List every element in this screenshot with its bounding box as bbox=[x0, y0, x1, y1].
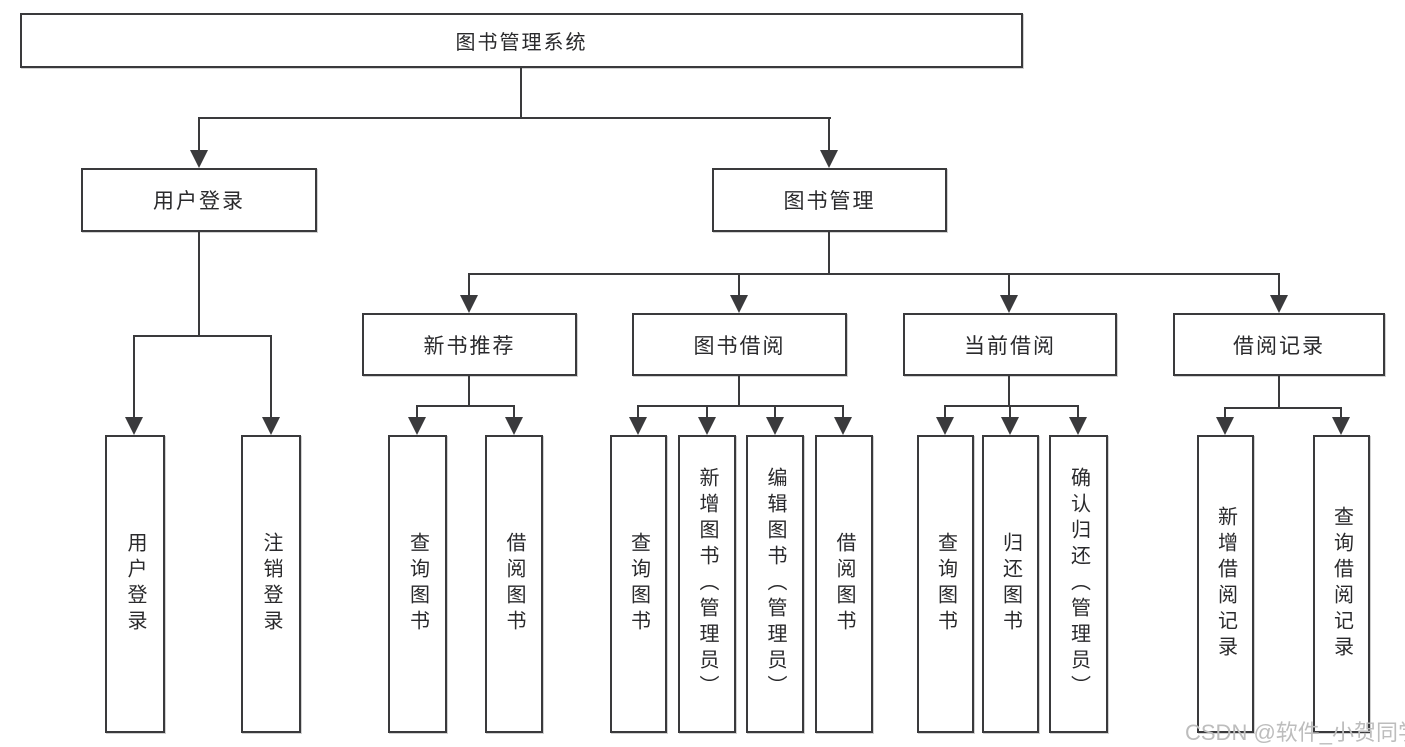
leaf-borrow-book: 借阅图书 bbox=[815, 435, 873, 733]
node-user-login: 用户登录 bbox=[81, 168, 317, 232]
node-new-book-recommend: 新书推荐 bbox=[362, 313, 577, 376]
arrowhead-icon bbox=[1001, 417, 1019, 435]
leaf-add-borrow-record: 新增借阅记录 bbox=[1197, 435, 1254, 733]
connector bbox=[1224, 407, 1342, 409]
connector bbox=[706, 405, 708, 421]
node-borrow-records-label: 借阅记录 bbox=[1233, 334, 1325, 358]
connector bbox=[468, 273, 1280, 275]
leaf-label: 借阅图书 bbox=[503, 532, 525, 636]
node-current-borrow-label: 当前借阅 bbox=[964, 334, 1056, 358]
connector bbox=[198, 232, 200, 335]
arrowhead-icon bbox=[125, 417, 143, 435]
connector bbox=[637, 405, 639, 421]
node-new-book-recommend-label: 新书推荐 bbox=[423, 334, 516, 358]
connector bbox=[1340, 407, 1342, 421]
connector bbox=[842, 405, 844, 421]
leaf-label: 查询图书 bbox=[934, 532, 957, 636]
leaf-query-book: 查询图书 bbox=[917, 435, 974, 733]
connector bbox=[133, 335, 272, 337]
leaf-edit-book-admin: 编辑图书（管理员） bbox=[746, 435, 804, 733]
csdn-watermark: CSDN @软件_小贺同学 bbox=[1185, 720, 1405, 745]
arrowhead-icon bbox=[629, 417, 647, 435]
connector bbox=[774, 405, 776, 421]
connector bbox=[1224, 407, 1226, 421]
node-book-borrow: 图书借阅 bbox=[632, 313, 847, 376]
leaf-confirm-return-admin: 确认归还（管理员） bbox=[1049, 435, 1108, 733]
node-root: 图书管理系统 bbox=[20, 13, 1023, 68]
connector bbox=[198, 117, 831, 119]
arrowhead-icon bbox=[408, 417, 426, 435]
connector bbox=[520, 68, 522, 117]
connector bbox=[1008, 376, 1010, 405]
leaf-label: 确认归还（管理员） bbox=[1067, 467, 1090, 701]
leaf-label: 查询借阅记录 bbox=[1330, 506, 1353, 662]
connector bbox=[1077, 405, 1079, 421]
connector bbox=[828, 232, 830, 273]
arrowhead-icon bbox=[460, 295, 478, 313]
leaf-query-book: 查询图书 bbox=[388, 435, 447, 733]
leaf-label: 新增借阅记录 bbox=[1214, 506, 1237, 662]
leaf-label: 查询图书 bbox=[406, 532, 429, 636]
leaf-label: 注销登录 bbox=[260, 532, 282, 636]
leaf-query-borrow-record: 查询借阅记录 bbox=[1313, 435, 1370, 733]
leaf-label: 查询图书 bbox=[627, 532, 650, 636]
arrowhead-icon bbox=[766, 417, 784, 435]
node-root-label: 图书管理系统 bbox=[455, 32, 588, 54]
connector bbox=[198, 117, 200, 155]
arrowhead-icon bbox=[730, 295, 748, 313]
connector bbox=[944, 405, 946, 421]
arrowhead-icon bbox=[190, 150, 208, 168]
arrowhead-icon bbox=[820, 150, 838, 168]
connector bbox=[1278, 273, 1280, 300]
leaf-add-book-admin: 新增图书（管理员） bbox=[678, 435, 736, 733]
node-current-borrow: 当前借阅 bbox=[903, 313, 1117, 376]
connector bbox=[637, 405, 844, 407]
leaf-user-login: 用户登录 bbox=[105, 435, 165, 733]
connector bbox=[1008, 273, 1010, 300]
arrowhead-icon bbox=[936, 417, 954, 435]
arrowhead-icon bbox=[1069, 417, 1087, 435]
connector bbox=[468, 376, 470, 405]
leaf-logout: 注销登录 bbox=[241, 435, 301, 733]
connector bbox=[513, 405, 515, 421]
node-user-login-label: 用户登录 bbox=[153, 190, 245, 213]
arrowhead-icon bbox=[834, 417, 852, 435]
leaf-query-book: 查询图书 bbox=[610, 435, 667, 733]
connector bbox=[828, 117, 830, 155]
connector bbox=[738, 376, 740, 405]
connector bbox=[944, 405, 1079, 407]
leaf-return-book: 归还图书 bbox=[982, 435, 1039, 733]
arrowhead-icon bbox=[1270, 295, 1288, 313]
arrowhead-icon bbox=[505, 417, 523, 435]
connector bbox=[738, 273, 740, 300]
leaf-label: 用户登录 bbox=[124, 532, 146, 636]
arrowhead-icon bbox=[1000, 295, 1018, 313]
connector bbox=[270, 335, 272, 420]
node-book-management: 图书管理 bbox=[712, 168, 947, 232]
connector bbox=[133, 335, 135, 420]
connector bbox=[1009, 405, 1011, 421]
leaf-label: 借阅图书 bbox=[833, 532, 855, 636]
leaf-label: 编辑图书（管理员） bbox=[764, 467, 786, 701]
leaf-label: 新增图书（管理员） bbox=[696, 467, 718, 701]
node-book-borrow-label: 图书借阅 bbox=[693, 334, 786, 358]
arrowhead-icon bbox=[262, 417, 280, 435]
arrowhead-icon bbox=[698, 417, 716, 435]
connector bbox=[416, 405, 515, 407]
node-borrow-records: 借阅记录 bbox=[1173, 313, 1385, 376]
node-book-management-label: 图书管理 bbox=[783, 190, 876, 213]
connector bbox=[1278, 376, 1280, 407]
leaf-borrow-book: 借阅图书 bbox=[485, 435, 543, 733]
arrowhead-icon bbox=[1216, 417, 1234, 435]
arrowhead-icon bbox=[1332, 417, 1350, 435]
leaf-label: 归还图书 bbox=[999, 532, 1022, 636]
connector bbox=[416, 405, 418, 421]
connector bbox=[468, 273, 470, 300]
